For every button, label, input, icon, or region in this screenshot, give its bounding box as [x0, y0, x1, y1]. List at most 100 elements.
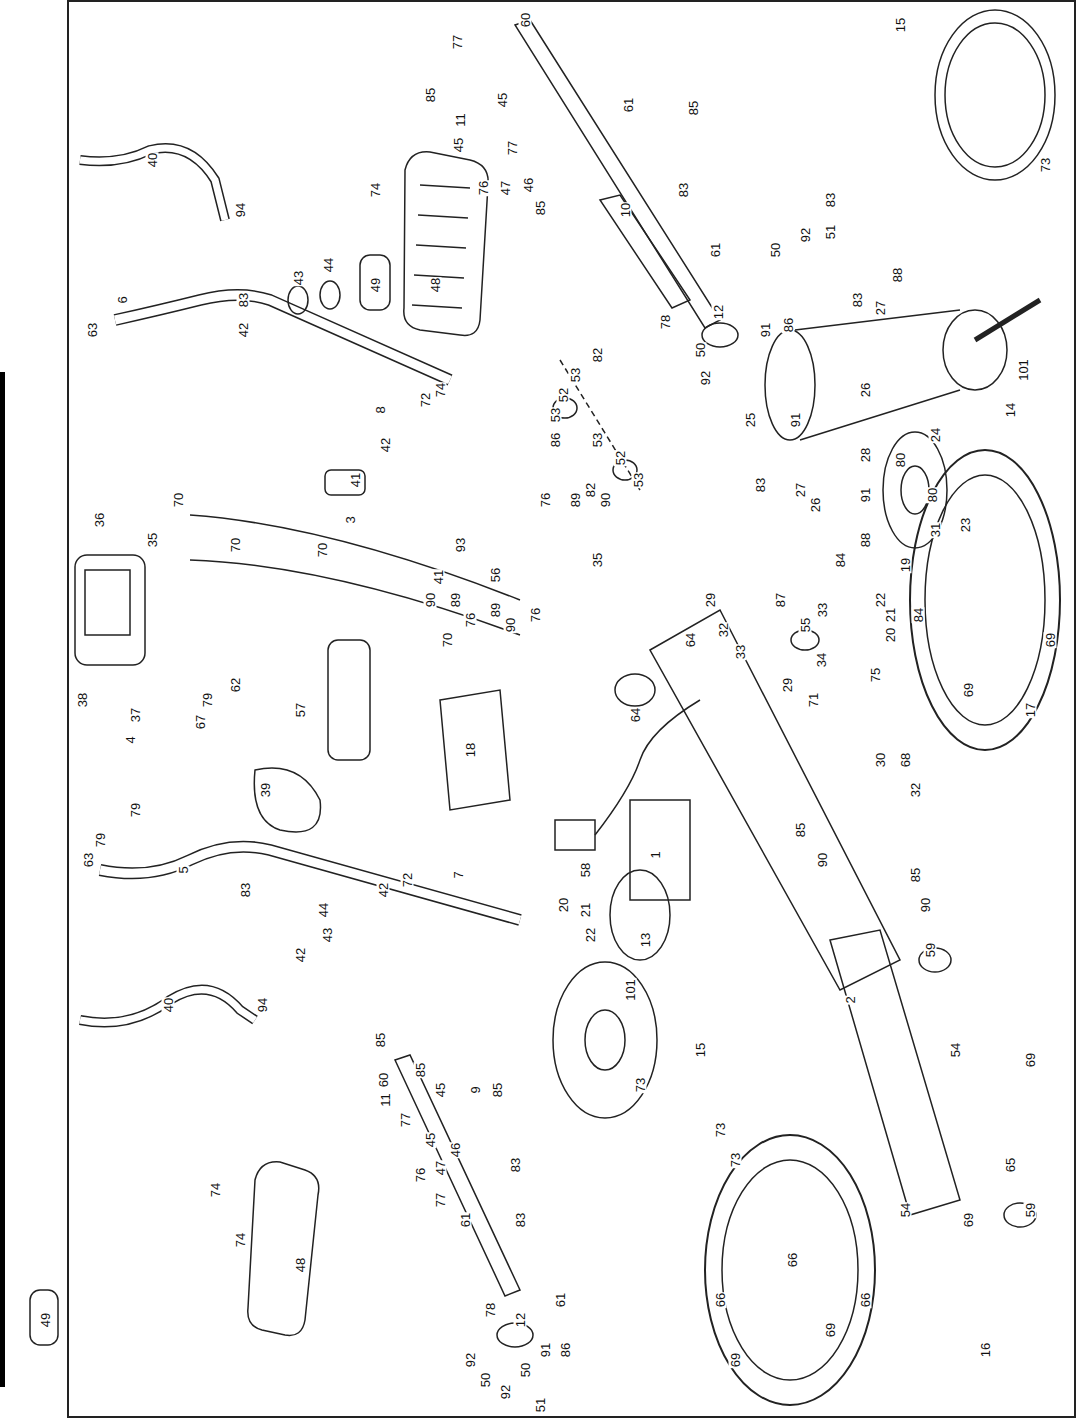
pedal-ribs — [412, 185, 470, 308]
callout-number: 88 — [891, 267, 904, 283]
callout-number: 30 — [874, 752, 887, 768]
callout-number: 15 — [694, 1042, 707, 1058]
callout-number: 89 — [489, 602, 502, 618]
callout-number: 40 — [146, 152, 159, 168]
handle-40-inner — [80, 990, 255, 1023]
pedal-tube — [360, 255, 390, 310]
callout-number: 62 — [229, 677, 242, 693]
callout-number: 92 — [699, 370, 712, 386]
callout-number: 58 — [579, 862, 592, 878]
callout-number: 73 — [714, 1122, 727, 1138]
crank-link — [702, 323, 738, 347]
callout-number: 70 — [172, 492, 185, 508]
callout-number: 83 — [754, 477, 767, 493]
callout-number: 16 — [979, 1342, 992, 1358]
callout-number: 69 — [962, 682, 975, 698]
callout-number: 40 — [162, 997, 175, 1013]
callout-number: 74 — [209, 1182, 222, 1198]
callout-number: 61 — [709, 242, 722, 258]
pedal-arm — [515, 20, 720, 328]
callout-number: 44 — [322, 257, 335, 273]
callout-number: 55 — [799, 617, 812, 633]
callout-number: 69 — [824, 1322, 837, 1338]
belt — [795, 310, 960, 440]
callout-number: 48 — [294, 1257, 307, 1273]
callout-number: 90 — [599, 492, 612, 508]
water-bottle — [328, 640, 370, 760]
disc-cover — [935, 10, 1055, 180]
callout-number: 54 — [949, 1042, 962, 1058]
callout-number: 49 — [39, 1312, 52, 1328]
callout-number: 28 — [859, 447, 872, 463]
callout-number: 37 — [129, 707, 142, 723]
callout-number: 73 — [1039, 157, 1052, 173]
callout-number: 12 — [514, 1312, 527, 1328]
callout-number: 83 — [509, 1157, 522, 1173]
side-shroud — [910, 450, 1060, 750]
callout-number: 83 — [677, 182, 690, 198]
callout-number: 33 — [816, 602, 829, 618]
callout-number: 66 — [859, 1292, 872, 1308]
callout-number: 42 — [379, 437, 392, 453]
callout-number: 44 — [317, 902, 330, 918]
upright-cover — [440, 690, 510, 810]
callout-number: 39 — [259, 782, 272, 798]
callout-number: 91 — [789, 412, 802, 428]
callout-number: 73 — [729, 1152, 742, 1168]
callout-number: 92 — [464, 1352, 477, 1368]
callout-number: 85 — [687, 100, 700, 116]
disc-cover-hub — [585, 1010, 625, 1070]
callout-number: 66 — [786, 1252, 799, 1268]
callout-number: 69 — [962, 1212, 975, 1228]
frame-front — [630, 800, 690, 900]
callout-number: 61 — [622, 97, 635, 113]
callout-number: 91 — [539, 1342, 552, 1358]
callout-number: 45 — [434, 1082, 447, 1098]
callout-number: 21 — [884, 607, 897, 623]
callout-number: 92 — [499, 1384, 512, 1400]
callout-number: 9 — [469, 1085, 482, 1094]
pulse-grip — [254, 768, 320, 832]
callout-number: 67 — [194, 714, 207, 730]
handle-6-inner — [115, 295, 450, 380]
callout-number: 51 — [534, 1397, 547, 1413]
callout-number: 29 — [704, 592, 717, 608]
callout-number: 12 — [712, 304, 725, 320]
callout-number: 90 — [424, 592, 437, 608]
callout-number: 53 — [569, 367, 582, 383]
callout-number: 86 — [559, 1342, 572, 1358]
callout-number: 53 — [591, 432, 604, 448]
callout-number: 60 — [519, 12, 532, 28]
callout-number: 47 — [499, 180, 512, 196]
callout-number: 59 — [924, 942, 937, 958]
callout-number: 77 — [434, 1192, 447, 1208]
callout-number: 43 — [292, 270, 305, 286]
callout-number: 13 — [639, 932, 652, 948]
callout-number: 29 — [781, 677, 794, 693]
callout-number: 69 — [729, 1352, 742, 1368]
callout-number: 33 — [734, 644, 747, 660]
callout-number: 20 — [557, 897, 570, 913]
disc-cover-inner — [945, 23, 1045, 167]
callout-number: 64 — [629, 707, 642, 723]
callout-number: 24 — [929, 427, 942, 443]
callout-number: 74 — [369, 182, 382, 198]
callout-number: 65 — [1004, 1157, 1017, 1173]
callout-number: 76 — [539, 492, 552, 508]
axis-line — [560, 360, 640, 490]
power-cord — [595, 700, 700, 835]
callout-number: 84 — [834, 552, 847, 568]
callout-number: 57 — [294, 702, 307, 718]
callout-number: 45 — [452, 137, 465, 153]
callout-number: 101 — [624, 978, 637, 1002]
callout-number: 80 — [926, 487, 939, 503]
callout-number: 93 — [454, 537, 467, 553]
callout-number: 63 — [86, 322, 99, 338]
callout-number: 20 — [884, 627, 897, 643]
callout-number: 50 — [769, 242, 782, 258]
callout-number: 32 — [717, 622, 730, 638]
callout-number: 71 — [807, 692, 820, 708]
callout-number: 77 — [506, 140, 519, 156]
callout-number: 50 — [694, 342, 707, 358]
